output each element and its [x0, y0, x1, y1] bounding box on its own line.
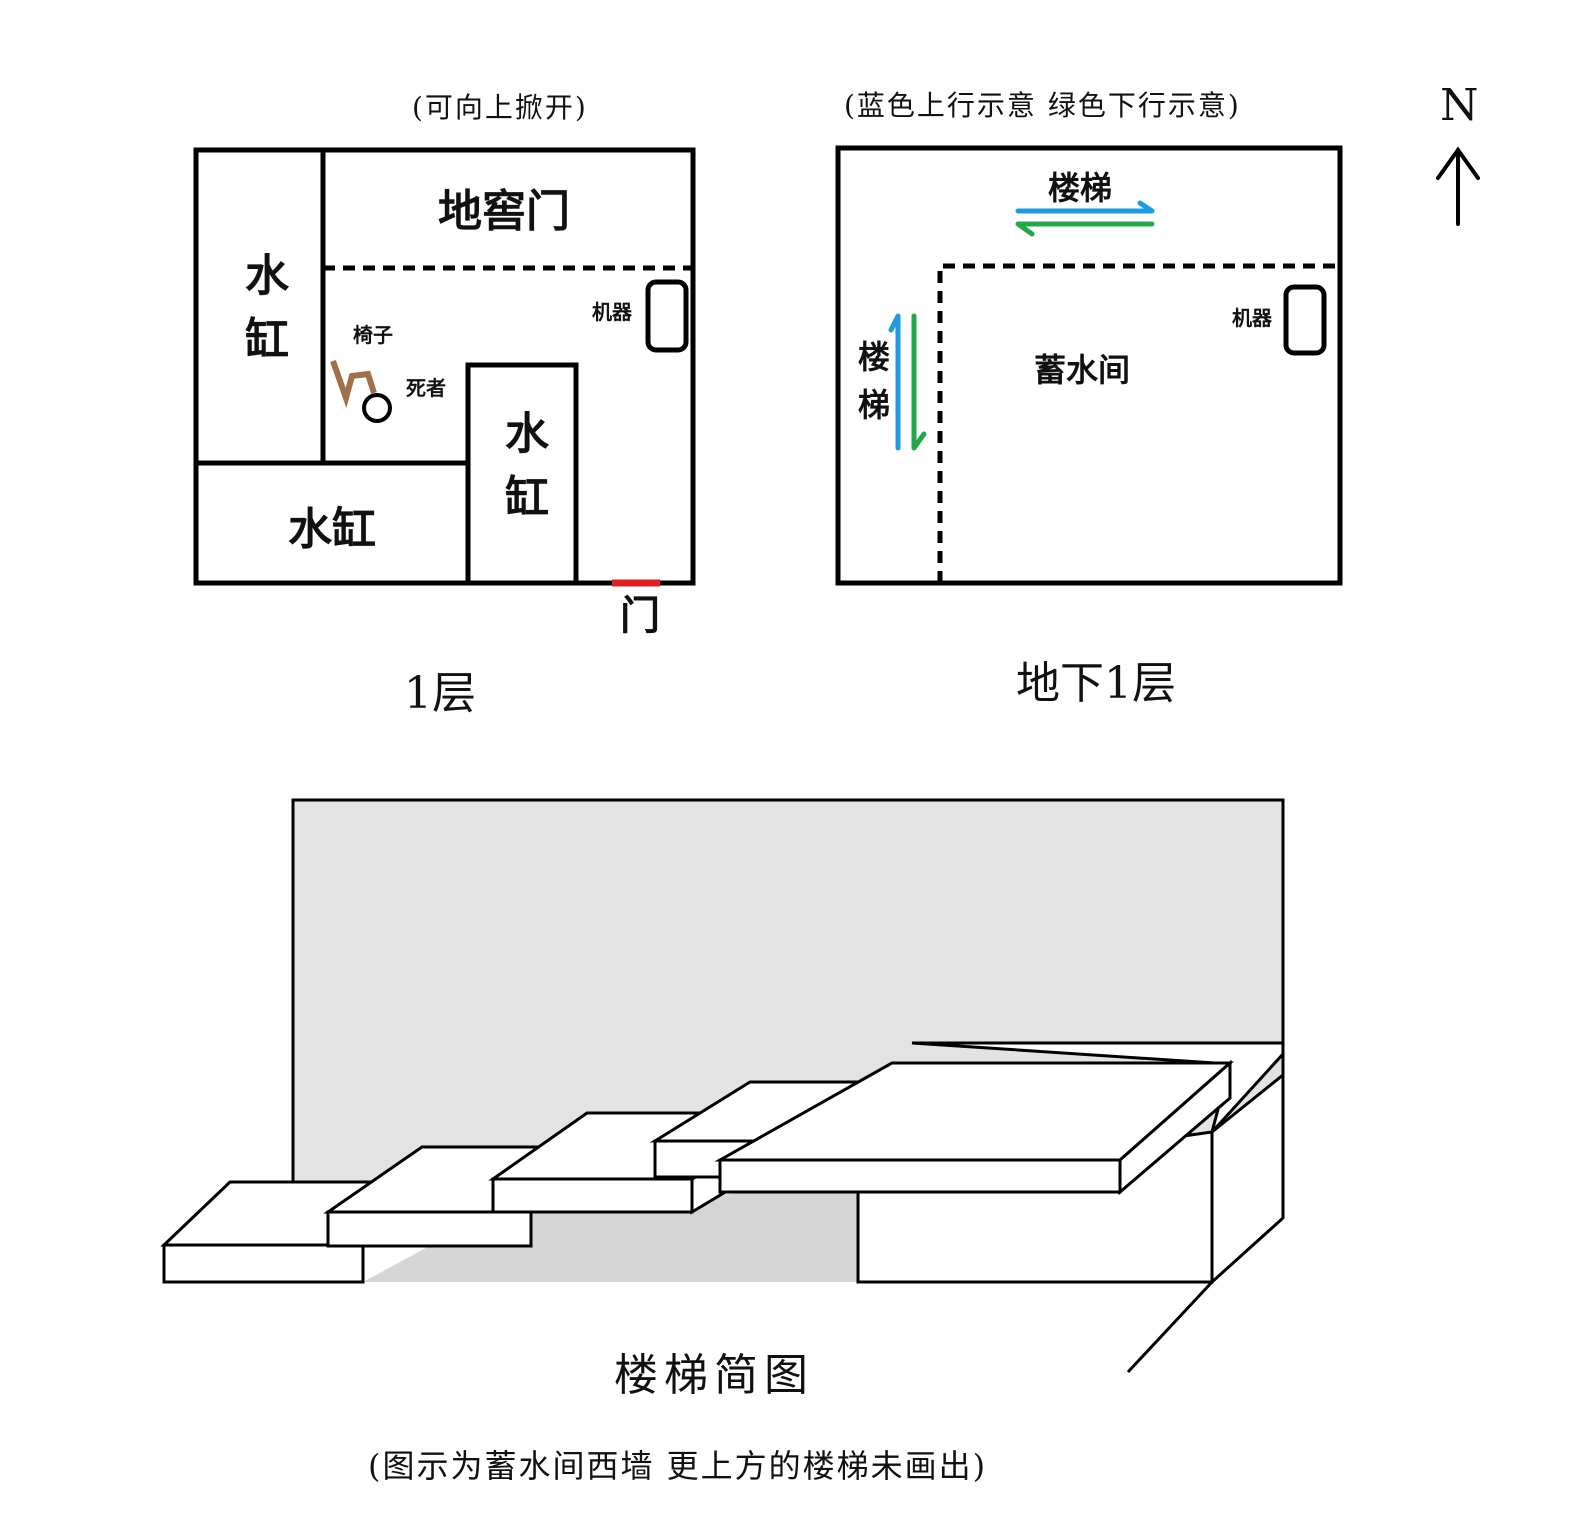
- floor-edge-line: [1126, 1280, 1214, 1374]
- landing-front: [718, 1158, 1122, 1194]
- chair-icon: [330, 360, 377, 409]
- north-arrow-icon: [1436, 146, 1480, 226]
- down-direction-arrows: [911, 221, 1155, 451]
- chair-label: 椅子: [353, 323, 393, 347]
- deceased-label: 死者: [406, 376, 446, 400]
- floor1-plan: [193, 147, 696, 587]
- under-stairs-shadow: [363, 1182, 858, 1282]
- floor1-machine-label: 机器: [592, 300, 632, 324]
- stairs-side-label: 楼梯: [853, 340, 891, 436]
- support-block-side: [1210, 1071, 1285, 1286]
- step1-front: [162, 1243, 365, 1284]
- top-down-arrow: [1015, 221, 1155, 237]
- compass-label: N: [1440, 80, 1479, 131]
- floor1-outer-wall: [193, 147, 696, 586]
- top-up-arrow: [1015, 200, 1155, 214]
- upper-platform-back: [911, 1041, 1285, 1134]
- basement-plan: [835, 145, 1343, 586]
- door-label: 门: [620, 592, 660, 639]
- cellar-door-label: 地窖门: [438, 186, 570, 237]
- landing-side: [1118, 1059, 1232, 1196]
- basement-note: (蓝色上行示意 绿色下行示意): [844, 89, 1241, 122]
- basement-outer-wall: [835, 145, 1343, 586]
- basement-machine-label: 机器: [1232, 306, 1272, 330]
- step2-front: [326, 1210, 533, 1248]
- stairs-sketch-title: 楼梯简图: [614, 1350, 814, 1401]
- basement-title: 地下1层: [1016, 658, 1176, 709]
- up-direction-arrows: [888, 200, 1155, 451]
- stairs-sketch-note: (图示为蓄水间西墙 更上方的楼梯未画出): [368, 1447, 988, 1485]
- deceased-marker: [362, 393, 392, 423]
- step3-front: [491, 1177, 694, 1214]
- stairs-sketch: [160, 798, 1285, 1374]
- center-tank-box: [465, 362, 579, 586]
- basement-machine-box: [1283, 284, 1327, 356]
- floor1-machine-box: [645, 279, 689, 353]
- reservoir-label: 蓄水间: [1034, 351, 1131, 389]
- side-up-arrow: [888, 313, 901, 451]
- tank-center-label: 水缸: [497, 410, 548, 538]
- tank-left-label: 水缸: [237, 252, 288, 380]
- side-down-arrow: [911, 313, 927, 451]
- tank-bottom-label: 水缸: [288, 504, 376, 555]
- floor1-title: 1层: [404, 668, 476, 719]
- reservoir-dashed-edge: [937, 263, 1340, 583]
- floor1-note: (可向上掀开): [412, 91, 588, 124]
- stairs-top-label: 楼梯: [1048, 169, 1113, 207]
